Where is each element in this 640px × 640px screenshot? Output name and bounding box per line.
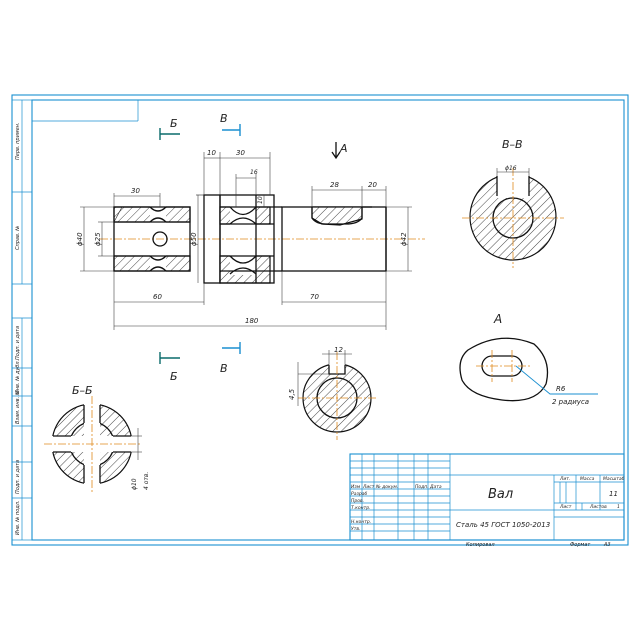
tb-list: Лист [362, 484, 375, 490]
strip-perv: Перв. примен. [15, 122, 21, 160]
tb-lit-label: Лит. [559, 476, 570, 482]
dim-d16: ϕ16 [505, 165, 517, 172]
tb-format-label: Формат [570, 542, 591, 548]
label-a-top: A [339, 142, 348, 155]
dim-l70: 70 [310, 293, 319, 301]
tb-scale-label: Масштаб [603, 476, 625, 482]
label-vv: В–В [502, 138, 523, 151]
label-a-detail: A [493, 312, 502, 326]
dim-two-radii: 2 радиуса [552, 398, 589, 406]
title-block: Изм Лист № докум. Подп. Дата Разраб Пров… [349, 453, 625, 548]
dim-l60: 60 [153, 293, 162, 301]
tb-izm: Изм [351, 484, 361, 490]
tb-razrab: Разраб [351, 491, 367, 497]
tb-copied: Копировал [466, 542, 495, 548]
tb-sheets-label: Листов [589, 504, 607, 510]
cross-hole [152, 231, 168, 247]
dim-d25: ϕ25 [94, 232, 102, 246]
dim-holes: 4 отв. [143, 472, 150, 490]
dim-l180: 180 [245, 317, 259, 325]
tb-format-value: А3 [603, 542, 611, 548]
tb-mass-label: Масса [580, 476, 595, 482]
tb-name: Вал [488, 487, 513, 502]
dim-r6: R6 [556, 385, 566, 393]
dim-l12: 12 [334, 346, 343, 354]
section-markers: Б Б В В A [159, 112, 348, 383]
tb-nkontr: Н.контр. [351, 519, 371, 525]
section-bb: Б–Б ϕ10 4 отв. [44, 384, 150, 492]
strip-podp-data-2: Подп. и дата [15, 460, 21, 494]
dim-d40: ϕ40 [76, 232, 84, 246]
section-vv: В–В ϕ16 [462, 138, 564, 268]
tb-mass: 11 [609, 490, 618, 498]
tb-prov: Пров. [351, 498, 364, 504]
dim-d50: ϕ50 [190, 232, 198, 246]
dim-d42: ϕ42 [400, 232, 408, 246]
dim-l45: 4,5 [288, 388, 296, 400]
side-strip: Перв. примен. Справ. № Подп. и дата Инв.… [11, 99, 33, 541]
dim-d10: ϕ10 [131, 478, 138, 490]
dim-l10v: 10 [257, 196, 264, 204]
tb-tkontr: Т.контр. [351, 505, 371, 511]
section-keyway: 12 4,5 [288, 346, 376, 440]
strip-sprav: Справ. № [15, 226, 21, 250]
tb-material: Сталь 45 ГОСТ 1050-2013 [456, 521, 550, 529]
label-v-bottom: В [220, 362, 228, 375]
tb-sign: Подп. [415, 484, 429, 490]
dim-l30a: 30 [131, 187, 140, 195]
main-dimensions: ϕ40 ϕ25 ϕ50 ϕ42 30 10 30 16 10 [76, 149, 412, 330]
strip-podp-data-1: Подп. и дата [15, 326, 21, 360]
tb-sheets-value: 1 [617, 504, 620, 510]
strip-inv-dubl: Инв. № дубл. [15, 360, 21, 394]
label-v-top: В [220, 112, 228, 125]
dim-l30b: 30 [236, 149, 245, 157]
strip-inv-podl: Инв. № подл. [15, 501, 21, 536]
tb-date: Дата [429, 484, 442, 490]
label-b-top: Б [170, 117, 178, 130]
dim-l28: 28 [330, 181, 339, 189]
label-bb: Б–Б [72, 384, 93, 397]
dim-l16: 16 [250, 169, 258, 176]
dim-l20: 20 [368, 181, 377, 189]
tb-sheet-label: Лист [559, 504, 572, 510]
tb-utv: Утв. [351, 526, 360, 532]
strip-vzam: Взам. инв. № [15, 390, 21, 424]
shaft-main-view [100, 194, 425, 284]
dim-l10: 10 [207, 149, 216, 157]
tb-doc: № докум. [375, 484, 398, 490]
detail-a: A R6 2 радиуса [459, 312, 598, 406]
hatch-keyway [311, 206, 363, 226]
label-b-bottom: Б [170, 370, 178, 383]
